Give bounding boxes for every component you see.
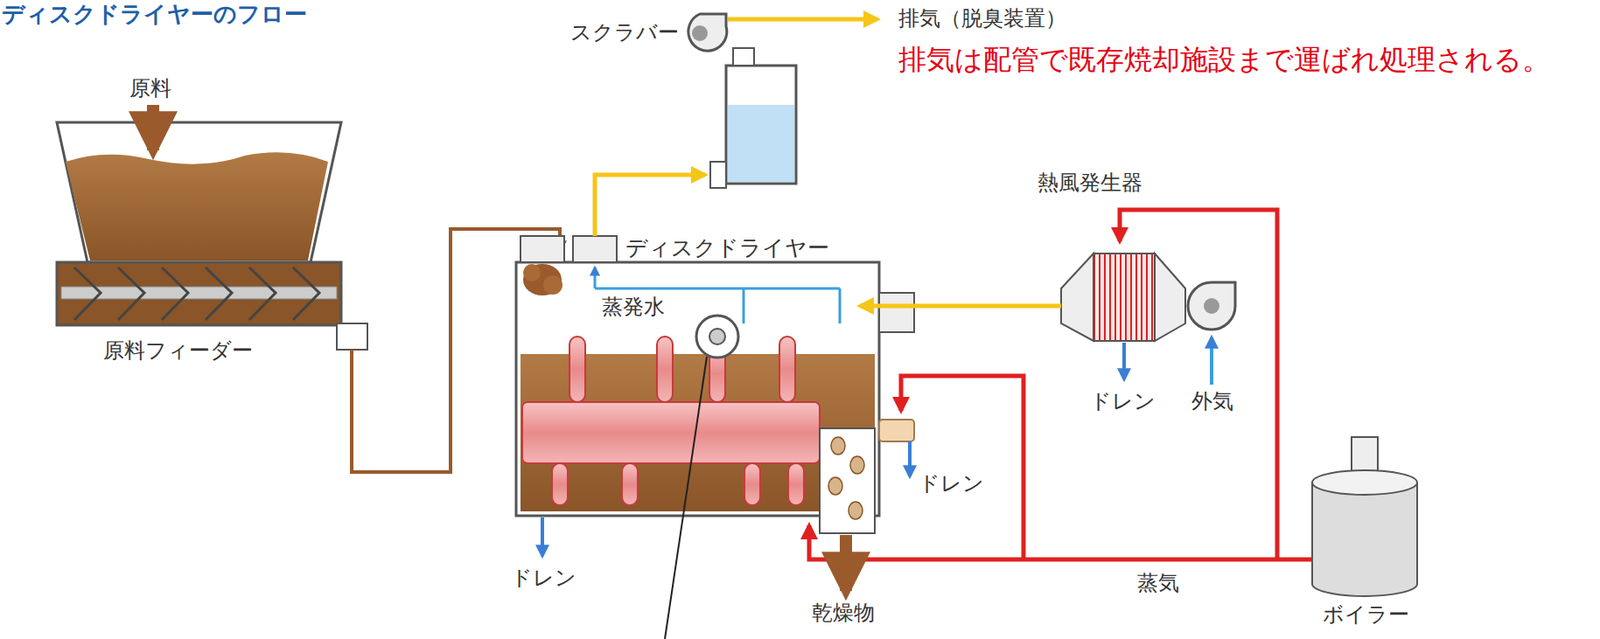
drain-label: ドレン (1089, 390, 1156, 415)
drain-label: ドレン (510, 566, 577, 592)
note: 排気は配管で既存焼却施設まで運ばれ処理される。 (898, 43, 1551, 77)
part-name: 蒸発水 (601, 295, 665, 321)
part-name: ボイラー (1322, 603, 1410, 629)
screw-flight (293, 267, 320, 321)
product-label: 乾燥物 (811, 601, 875, 627)
screw-flight (249, 267, 276, 321)
part-name: 熱風発生器 (1037, 171, 1143, 196)
screw-flight (161, 267, 189, 321)
exhaust-label: 排気（脱臭装置） (898, 6, 1067, 32)
part-name: 原料フィーダー (103, 339, 253, 364)
part-name: スクラバー (570, 20, 679, 46)
drain-label: ドレン (918, 472, 985, 497)
part-name: 原料 (129, 76, 172, 102)
screw-flight (74, 267, 101, 321)
screw-flight (205, 267, 232, 321)
part-name: ディスクドライヤー (625, 236, 830, 262)
screw-flight (118, 267, 145, 321)
air-label: 外気 (1191, 390, 1234, 415)
diagram-title: ディスクドライヤーのフロー (1, 1, 308, 28)
steam-label: 蒸気 (1137, 572, 1180, 597)
